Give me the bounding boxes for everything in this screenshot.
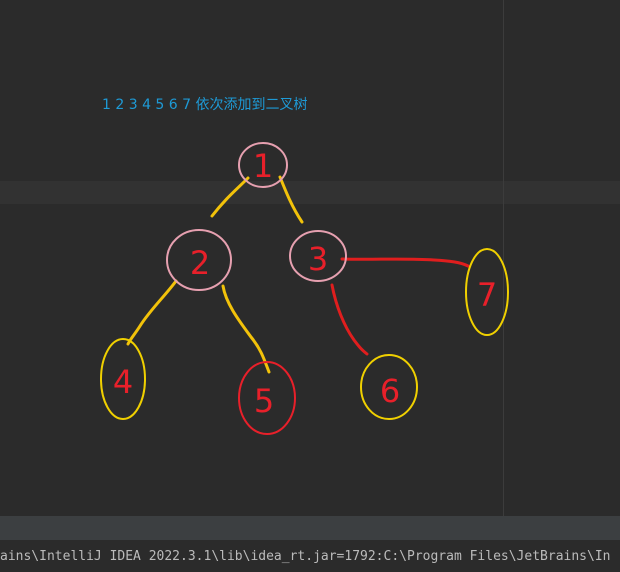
- tree-node-1: 1: [238, 142, 288, 188]
- edge-2-5: [221, 284, 271, 374]
- node-1-label: 1: [253, 147, 273, 185]
- node-2-label: 2: [190, 244, 210, 282]
- console-panel[interactable]: [0, 540, 620, 572]
- tree-drawing: 1 2 3 4 5 6 7: [100, 142, 509, 435]
- node-5-label: 5: [254, 382, 274, 420]
- editor-comment-text: 1 2 3 4 5 6 7 依次添加到二叉树: [102, 97, 308, 113]
- caret-line-highlight: [0, 181, 620, 204]
- node-4-label: 4: [113, 363, 133, 401]
- edge-1-3: [278, 175, 304, 224]
- tree-node-3: 3: [289, 230, 347, 282]
- tree-node-7: 7: [465, 248, 509, 336]
- node-3-label: 3: [308, 240, 328, 278]
- console-output-line[interactable]: ains\IntelliJ IDEA 2022.3.1\lib\idea_rt.…: [0, 549, 611, 564]
- editor-right-margin: [503, 0, 504, 516]
- tree-node-6: 6: [360, 354, 418, 420]
- tree-node-5: 5: [238, 361, 296, 435]
- edge-2-4: [126, 279, 178, 346]
- edge-3-7: [340, 257, 470, 268]
- edge-1-2: [210, 176, 250, 218]
- edge-3-6: [330, 283, 369, 356]
- node-6-label: 6: [380, 372, 400, 410]
- node-7-label: 7: [477, 276, 497, 314]
- tree-node-4: 4: [100, 338, 146, 420]
- console-toolbar-separator: [0, 516, 620, 540]
- tree-node-2: 2: [166, 229, 232, 291]
